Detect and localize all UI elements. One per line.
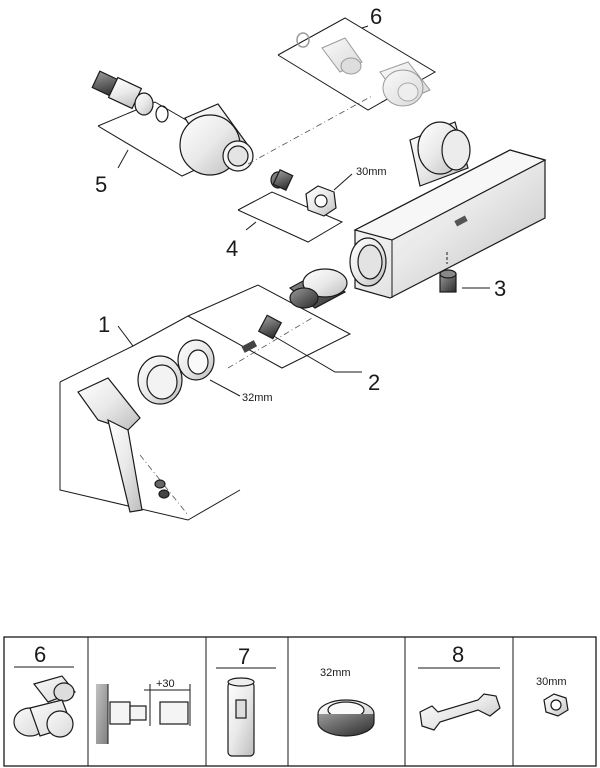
axis-line-lower bbox=[227, 317, 313, 369]
seal-washer bbox=[155, 105, 169, 123]
adapter bbox=[257, 314, 283, 340]
cover-ring bbox=[137, 355, 183, 405]
callout-4: 4 bbox=[226, 236, 238, 261]
callout-2: 2 bbox=[368, 370, 380, 395]
rosette-5 bbox=[179, 103, 254, 176]
table-cell-6: 6 bbox=[13, 642, 76, 738]
s-union-connector bbox=[91, 70, 154, 116]
wrench-icon bbox=[419, 693, 501, 731]
callout-5: 5 bbox=[95, 172, 107, 197]
table-cell-7: 7 bbox=[216, 644, 276, 757]
threaded-nut-32mm bbox=[177, 339, 215, 381]
nut-30mm-icon bbox=[543, 693, 569, 717]
part-6-group: 6 bbox=[277, 4, 436, 111]
dim-32mm: 32mm bbox=[242, 392, 273, 404]
table-cell-32mm: 32mm bbox=[317, 667, 375, 737]
extension-dim-label: +30 bbox=[156, 678, 175, 690]
table-cell-extension-dim: +30 bbox=[96, 678, 191, 744]
set-screw bbox=[439, 269, 457, 293]
part-1-group: 1 32mm bbox=[59, 312, 273, 521]
table-label-7: 7 bbox=[238, 644, 250, 669]
check-valve bbox=[270, 168, 294, 192]
part-3-group: 3 bbox=[439, 252, 506, 301]
extension-set-icon bbox=[13, 675, 76, 738]
part-5-group: 5 bbox=[91, 70, 254, 197]
table-dim-30mm: 30mm bbox=[536, 676, 567, 688]
lever-handle bbox=[77, 377, 143, 513]
callout-1: 1 bbox=[98, 312, 110, 337]
table-cell-30mm: 30mm bbox=[536, 676, 569, 717]
table-label-6: 6 bbox=[34, 642, 46, 667]
nut-32mm-icon bbox=[317, 699, 375, 737]
rosette-cover-6 bbox=[379, 61, 431, 107]
part-2-group: 2 bbox=[187, 268, 380, 395]
valve-body bbox=[349, 121, 547, 299]
table-label-8: 8 bbox=[452, 642, 464, 667]
extension-tube-icon bbox=[227, 677, 255, 757]
table-dim-32mm: 32mm bbox=[320, 667, 351, 679]
extension-piece bbox=[321, 37, 363, 75]
axis-line-upper bbox=[247, 95, 373, 165]
small-screw bbox=[241, 340, 258, 353]
callout-6: 6 bbox=[370, 4, 382, 29]
table-cell-8: 8 bbox=[418, 642, 501, 731]
callout-3: 3 bbox=[494, 276, 506, 301]
washer-small bbox=[296, 32, 310, 48]
cartridge bbox=[288, 268, 348, 309]
part-4-group: 4 30mm bbox=[226, 166, 387, 261]
handle-screw bbox=[154, 479, 170, 499]
union-nut-30mm bbox=[305, 185, 337, 217]
dim-30mm: 30mm bbox=[356, 166, 387, 178]
